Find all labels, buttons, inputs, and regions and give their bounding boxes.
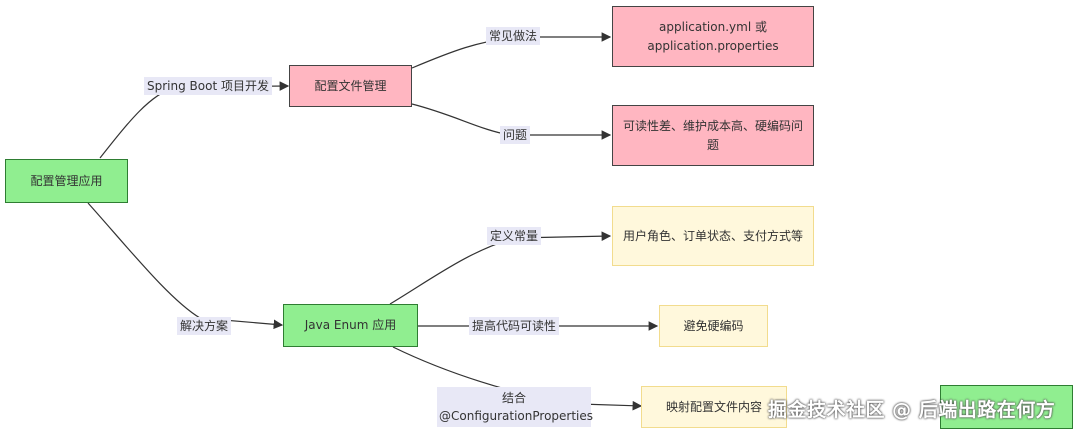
node-config-management-label: 配置文件管理 [314,78,387,93]
node-yml-label: application.yml 或 application.properties [647,19,779,53]
edge-label-issue: 问题 [500,126,531,144]
node-map-config[interactable]: 映射配置文件内容 [641,386,787,428]
node-root[interactable]: 配置管理应用 [5,159,128,203]
edge-label-solution: 解决方案 [177,317,232,335]
node-avoid-hardcode-label: 避免硬编码 [683,318,744,333]
edge-label-common-practice: 常见做法 [486,27,541,45]
edge-label-spring-boot: Spring Boot 项目开发 [144,77,272,95]
node-avoid-hardcode[interactable]: 避免硬编码 [659,305,768,347]
edge-root-to-enum [87,202,284,330]
node-problems[interactable]: 可读性差、维护成本高、硬编码问题 [612,105,814,166]
node-yml[interactable]: application.yml 或 application.properties [612,6,814,67]
node-constants-label: 用户角色、订单状态、支付方式等 [622,228,803,243]
edge-label-combine-line2: @ConfigurationProperties [439,409,594,423]
node-enum-app[interactable]: Java Enum 应用 [283,304,418,347]
node-root-label: 配置管理应用 [30,173,103,188]
node-cut-off[interactable] [940,385,1073,429]
edge-enum-to-constants [389,231,612,305]
edge-label-combine-line1: 结合 [501,391,526,405]
node-map-config-label: 映射配置文件内容 [665,399,762,414]
edge-label-define-constants: 定义常量 [487,227,542,245]
node-config-management[interactable]: 配置文件管理 [289,65,412,107]
edge-label-combine: 结合 @ConfigurationProperties [437,387,594,427]
node-problems-label: 可读性差、维护成本高、硬编码问题 [622,118,803,152]
node-enum-app-label: Java Enum 应用 [304,318,397,332]
edge-label-readability: 提高代码可读性 [469,317,560,335]
watermark: 掘金技术社区 @ 后端出路在何方 [768,399,1056,421]
node-constants[interactable]: 用户角色、订单状态、支付方式等 [612,206,814,266]
edge-root-to-config [99,81,290,159]
